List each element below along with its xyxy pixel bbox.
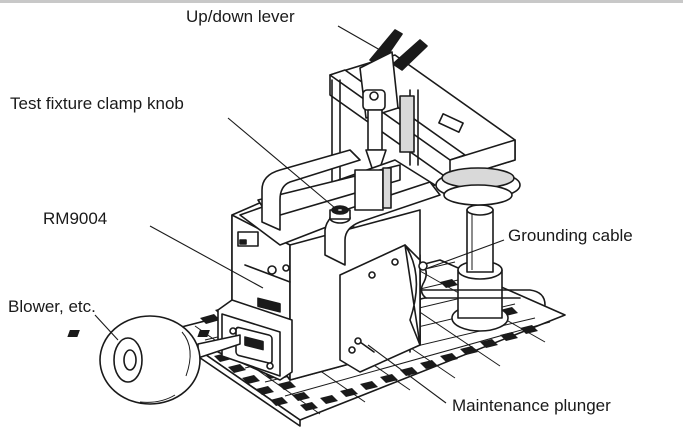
label-grounding-cable: Grounding cable	[508, 226, 633, 245]
leader-grounding-cable	[427, 239, 505, 269]
leader-maintenance-plunger	[367, 344, 447, 404]
leader-rm9004	[149, 225, 264, 289]
main-body	[217, 149, 441, 381]
leader-clamp-knob	[227, 117, 336, 209]
top-arm	[329, 54, 521, 206]
label-model: RM9004	[43, 209, 108, 228]
top-border	[0, 0, 683, 3]
label-blower: Blower, etc.	[8, 297, 96, 316]
leader-updown-lever	[337, 25, 381, 51]
lever-assembly	[359, 29, 428, 169]
blower-bulb	[99, 315, 241, 405]
label-clamp-knob: Test fixture clamp knob	[10, 94, 184, 113]
leader-blower	[94, 314, 119, 341]
label-updown-lever: Up/down lever	[186, 7, 295, 26]
label-maintenance-plunger: Maintenance plunger	[452, 396, 611, 415]
